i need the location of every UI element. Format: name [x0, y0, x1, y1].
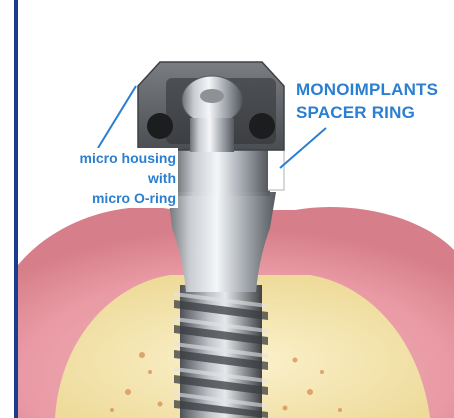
- spacer-ring-label: MONOIMPLANTS SPACER RING: [296, 78, 438, 124]
- micro-housing-label: micro housing with micro O-ring: [26, 148, 178, 208]
- o-ring-right: [249, 113, 275, 139]
- housing-label-line2: with: [26, 168, 178, 188]
- spacer-label-line1: MONOIMPLANTS: [296, 78, 438, 101]
- o-ring-left: [147, 113, 173, 139]
- implant-screw: [174, 285, 268, 418]
- spacer-label-line2: SPACER RING: [296, 101, 438, 124]
- spacer-leader-line: [280, 128, 326, 168]
- housing-label-line3: micro O-ring: [26, 188, 178, 208]
- housing-leader-line: [98, 86, 136, 148]
- housing-label-line1: micro housing: [26, 148, 178, 168]
